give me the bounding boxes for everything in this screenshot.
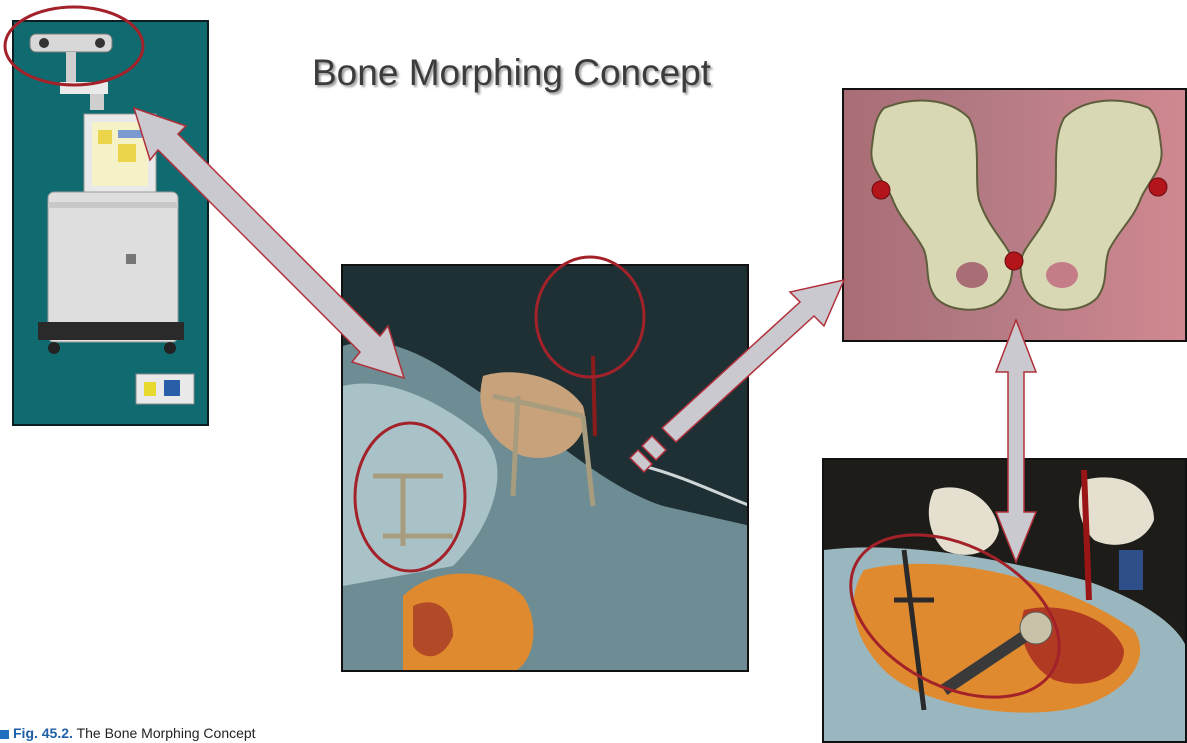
double-arrow-pelvis-surgery2 [996,320,1036,562]
highlight-probe [536,257,644,377]
double-arrow-station-surgery [134,108,404,378]
caption-text: The Bone Morphing Concept [77,725,256,741]
caption-label: Fig. 45.2. [13,725,73,741]
figure-caption: Fig. 45.2. The Bone Morphing Concept [0,725,256,741]
arrow-surgery-to-pelvis [630,280,844,472]
highlight-reamer [823,502,1087,731]
highlight-ellipses [5,7,1087,730]
caption-marker-icon [0,730,9,739]
highlight-camera [5,7,143,85]
highlight-tracker [355,423,465,571]
